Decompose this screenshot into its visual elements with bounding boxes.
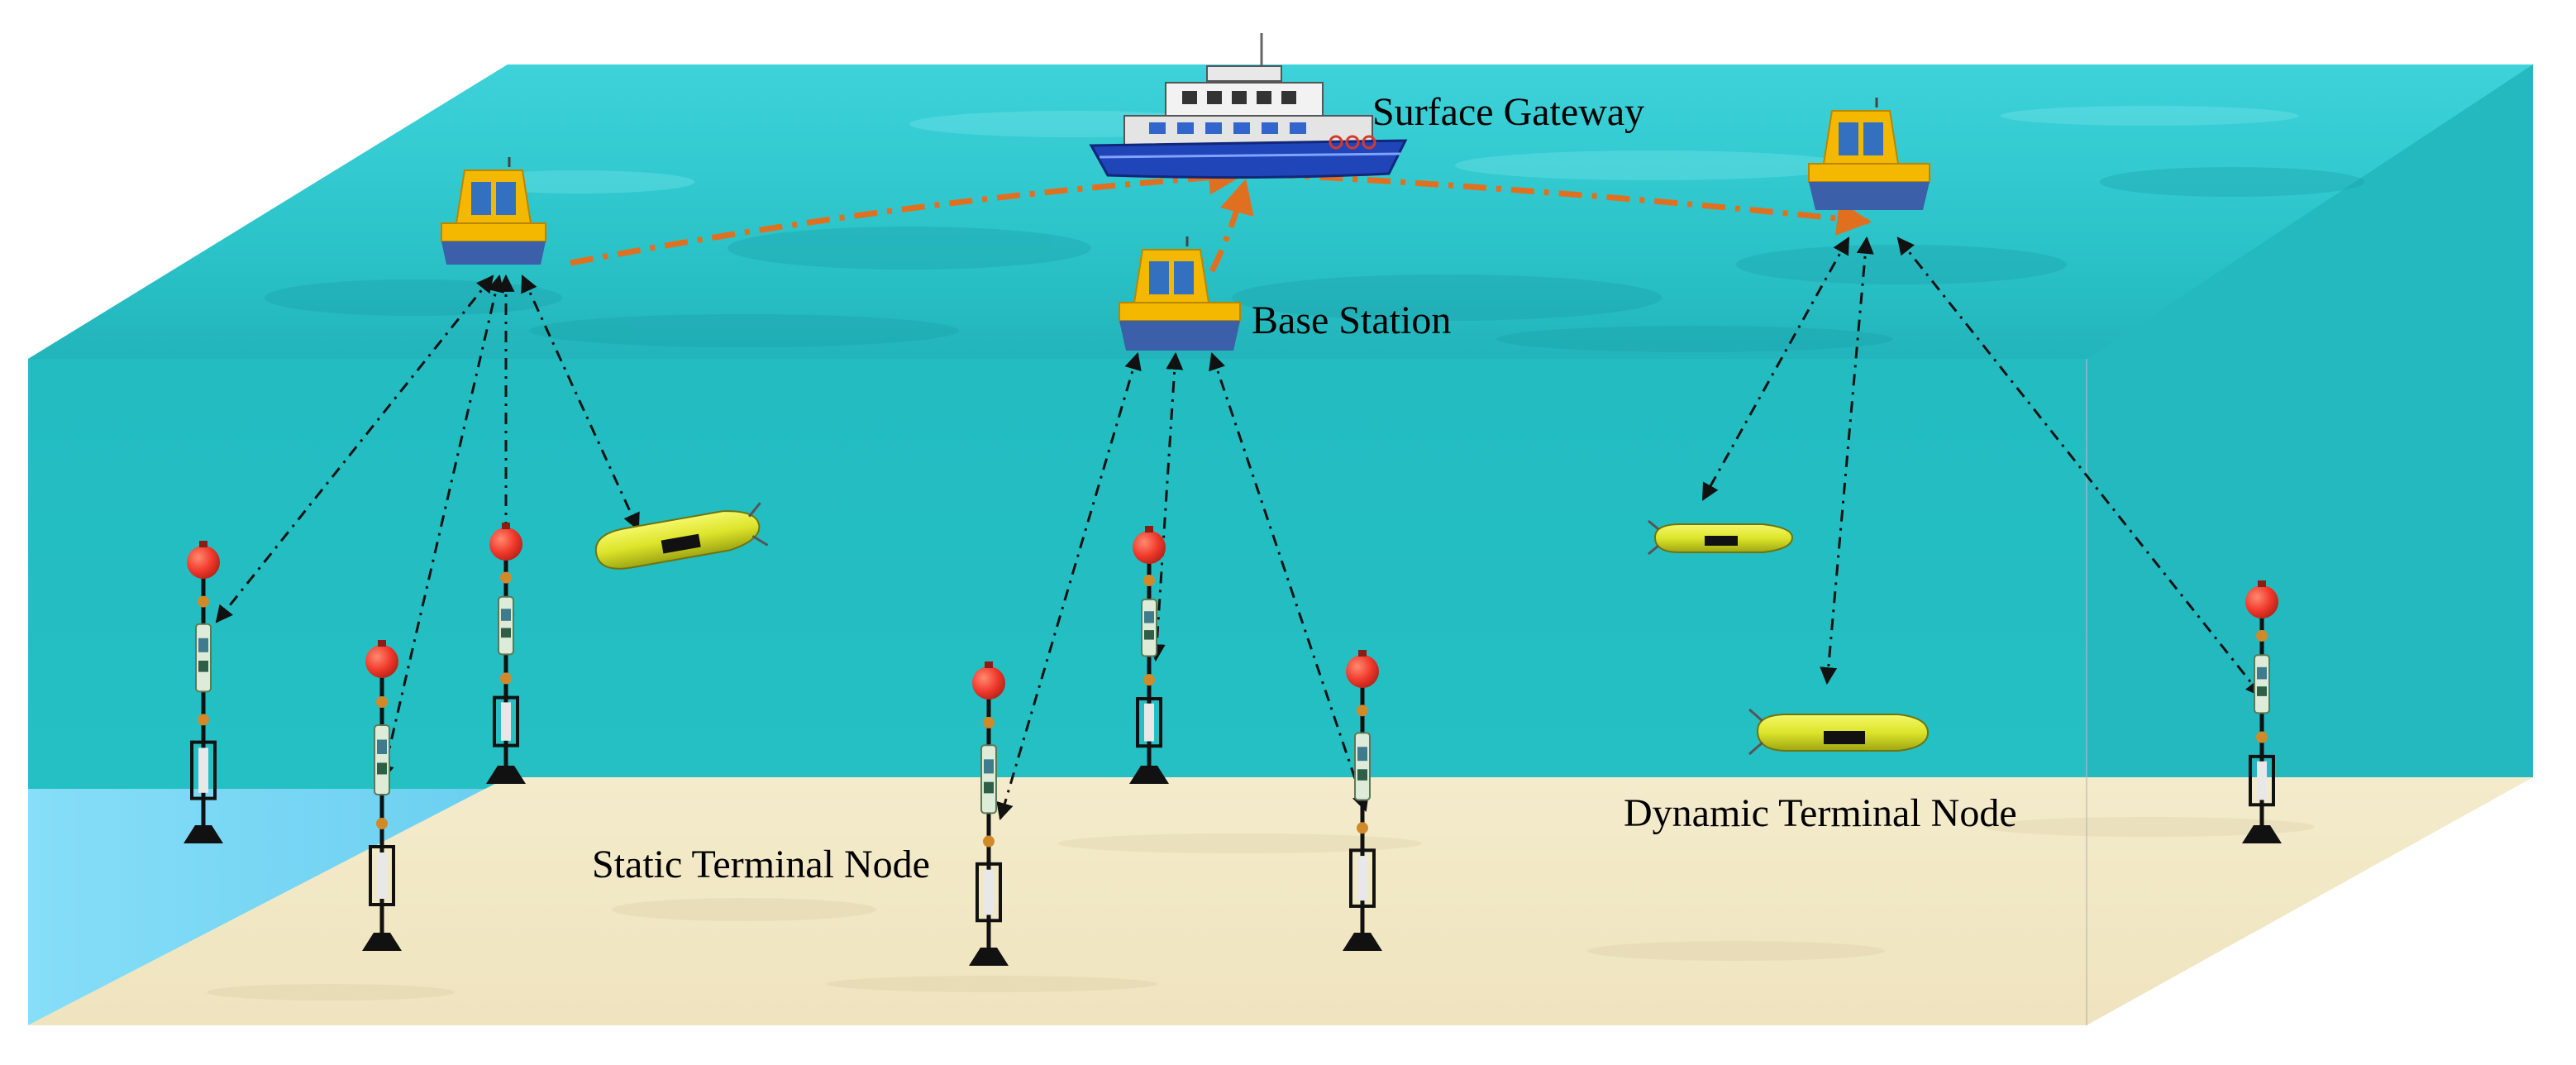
radio-links bbox=[570, 160, 1872, 273]
link-bs-static6 bbox=[1209, 352, 1369, 812]
link-lb-auv1 bbox=[521, 275, 640, 531]
static-node bbox=[2242, 580, 2282, 843]
moored-sensor-icon bbox=[184, 541, 223, 843]
auv-1 bbox=[594, 502, 769, 570]
static-node bbox=[969, 661, 1009, 966]
link-basestation-gateway bbox=[1209, 178, 1254, 273]
static-terminal-nodes bbox=[184, 523, 2282, 966]
auv-2 bbox=[1648, 519, 1794, 556]
auv-icon bbox=[1748, 708, 1930, 756]
link-leftbuoy-gateway bbox=[570, 160, 1244, 266]
ship-icon bbox=[1089, 33, 1408, 179]
base-station-label: Base Station bbox=[1252, 298, 1452, 342]
link-rb-static7 bbox=[1896, 236, 2264, 698]
link-rb-auv2 bbox=[1701, 236, 1850, 501]
seabed-texture bbox=[207, 817, 2315, 1001]
link-bs-static5 bbox=[1147, 351, 1184, 662]
link-lb-static2 bbox=[377, 274, 504, 783]
acoustic-links bbox=[215, 236, 2264, 821]
buoy-right bbox=[1808, 98, 1930, 210]
link-rb-auv3 bbox=[1820, 236, 1874, 685]
link-rightbuoy-gateway bbox=[1256, 170, 1872, 236]
buoy-left bbox=[441, 157, 546, 265]
seabed bbox=[28, 777, 2533, 1025]
static-node bbox=[1129, 526, 1169, 784]
static-node bbox=[362, 640, 402, 951]
static-node bbox=[1343, 650, 1382, 951]
dynamic-terminal-node-label: Dynamic Terminal Node bbox=[1624, 791, 2017, 835]
buoy-icon bbox=[1119, 236, 1241, 351]
surface-gateway-label: Surface Gateway bbox=[1372, 90, 1645, 134]
ocean-volume bbox=[28, 64, 2533, 1025]
static-terminal-node-label: Static Terminal Node bbox=[592, 843, 930, 886]
static-node bbox=[486, 523, 526, 784]
